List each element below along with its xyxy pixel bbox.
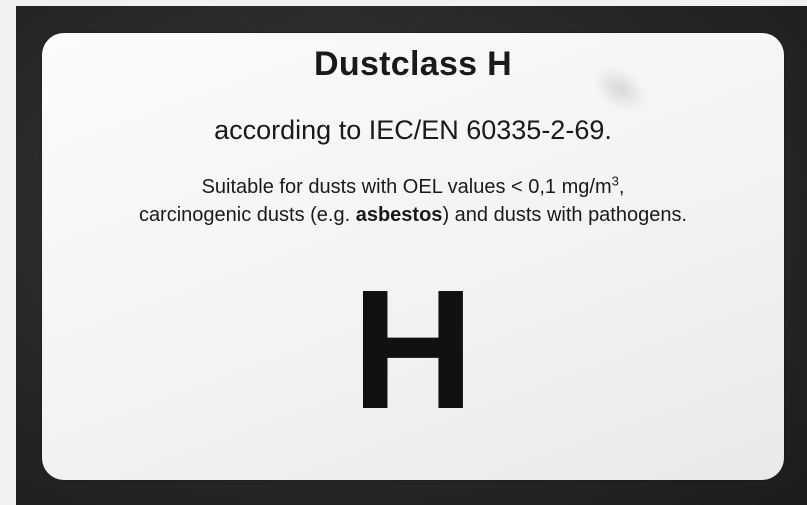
desc-part1: Suitable for dusts with OEL values < 0,1… <box>201 176 612 198</box>
class-letter: H <box>351 255 475 445</box>
label-description: Suitable for dusts with OEL values < 0,1… <box>122 173 704 229</box>
desc-part4: ) and dusts with pathogens. <box>442 204 688 226</box>
label-title: Dustclass H <box>314 45 512 83</box>
desc-superscript: 3 <box>611 173 619 189</box>
desc-part3: carcinogenic dusts (e.g. <box>138 204 356 226</box>
label-standard: according to IEC/EN 60335-2-69. <box>214 115 612 145</box>
desc-bold-word: asbestos <box>355 204 443 226</box>
dustclass-label: Dustclass H according to IEC/EN 60335-2-… <box>42 33 784 480</box>
desc-part2: , <box>618 176 625 198</box>
